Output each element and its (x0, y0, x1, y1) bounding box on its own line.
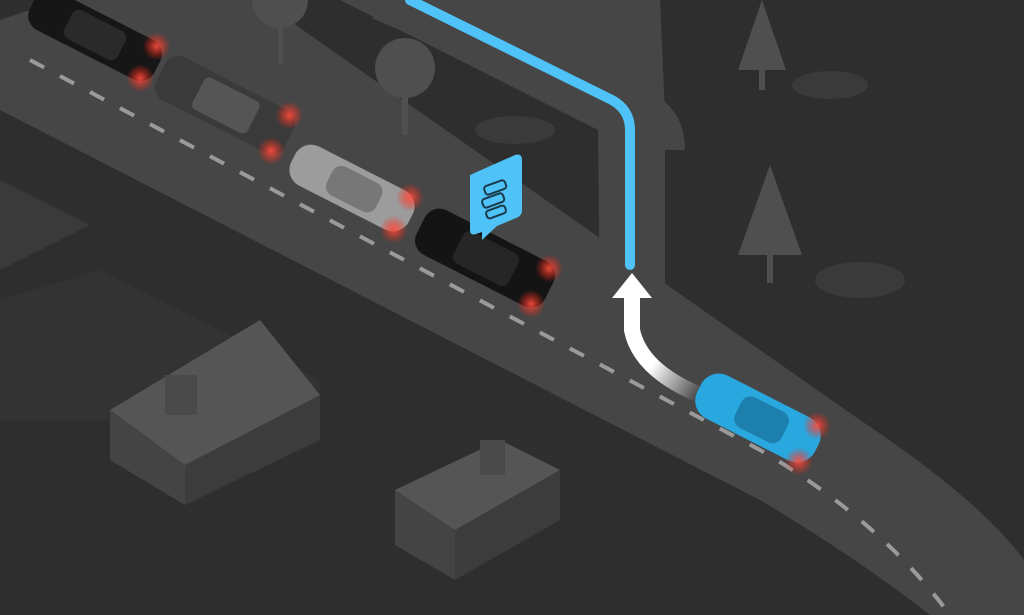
side-road-curve (372, 0, 685, 152)
traffic-pin[interactable] (470, 154, 522, 240)
car-black-2 (415, 208, 564, 318)
tree (738, 0, 786, 70)
house (110, 320, 320, 505)
house (395, 440, 560, 580)
route-line (405, 0, 635, 270)
turn-arrow-path (624, 295, 704, 403)
ground-block (0, 180, 90, 270)
traffic-jam-cars-icon (481, 179, 508, 220)
tree (738, 165, 802, 255)
tree (375, 38, 435, 98)
car-black-1 (28, 0, 171, 93)
tree (252, 0, 308, 28)
trees (252, 0, 905, 298)
car-blue (695, 373, 831, 476)
car-silver (289, 144, 425, 244)
car-dark-suv (154, 55, 304, 165)
arrow-up-icon (612, 273, 652, 298)
